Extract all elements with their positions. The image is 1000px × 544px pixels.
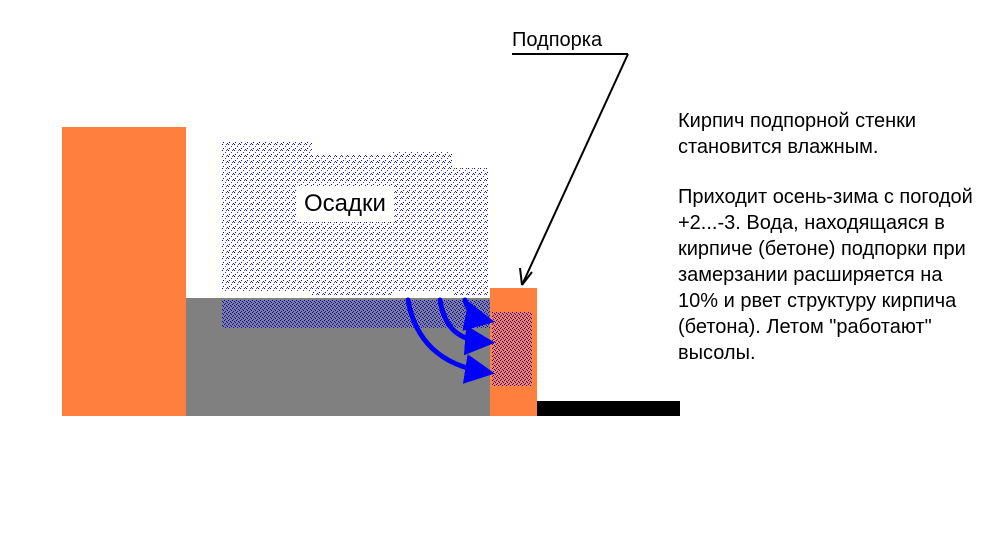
prop-label: Подпорка <box>512 29 603 51</box>
precipitation-label: Осадки <box>296 186 394 222</box>
base-slab <box>537 401 680 416</box>
wet-prop-zone <box>492 312 532 386</box>
description-paragraph-2: Приходит осень-зима с погодой +2...-3. В… <box>678 186 973 364</box>
prop-callout-line <box>512 53 629 286</box>
rain-cloud <box>222 142 488 296</box>
retaining-wall <box>62 127 186 416</box>
description-paragraph-1: Кирпич подпорной стенки становится влажн… <box>678 110 917 158</box>
water-flow-arrows <box>405 297 495 384</box>
